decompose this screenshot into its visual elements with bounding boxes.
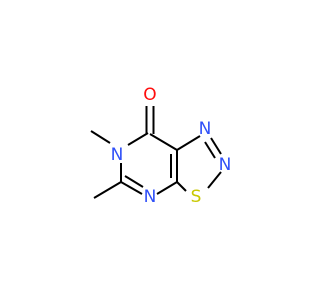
bond-n4-c3a [156, 181, 178, 195]
bond-n5-methyl [90, 130, 111, 144]
bond-n1-n2-second [204, 141, 216, 159]
atom-nitrogen-5: N [111, 145, 124, 165]
molecule-svg: O N N N N S [90, 85, 232, 207]
atom-nitrogen-2: N [219, 155, 232, 175]
bond-n1-n2 [210, 137, 222, 155]
bond-c7-n5 [127, 132, 149, 146]
atom-sulfur: S [191, 187, 202, 207]
bond-c7-c7a [149, 133, 178, 151]
bond-c6-n4-second [124, 175, 144, 188]
bond-c7a-n1 [176, 135, 201, 151]
bond-c6-methyl [93, 181, 122, 199]
bond-c6-n4 [120, 181, 143, 195]
molecule-diagram: O N N N N S [90, 85, 232, 207]
bond-n2-s [207, 171, 222, 189]
atom-nitrogen-4: N [144, 187, 157, 207]
atom-oxygen: O [143, 85, 156, 105]
atom-nitrogen-1: N [199, 119, 212, 139]
bond-s-c3a [176, 181, 187, 192]
